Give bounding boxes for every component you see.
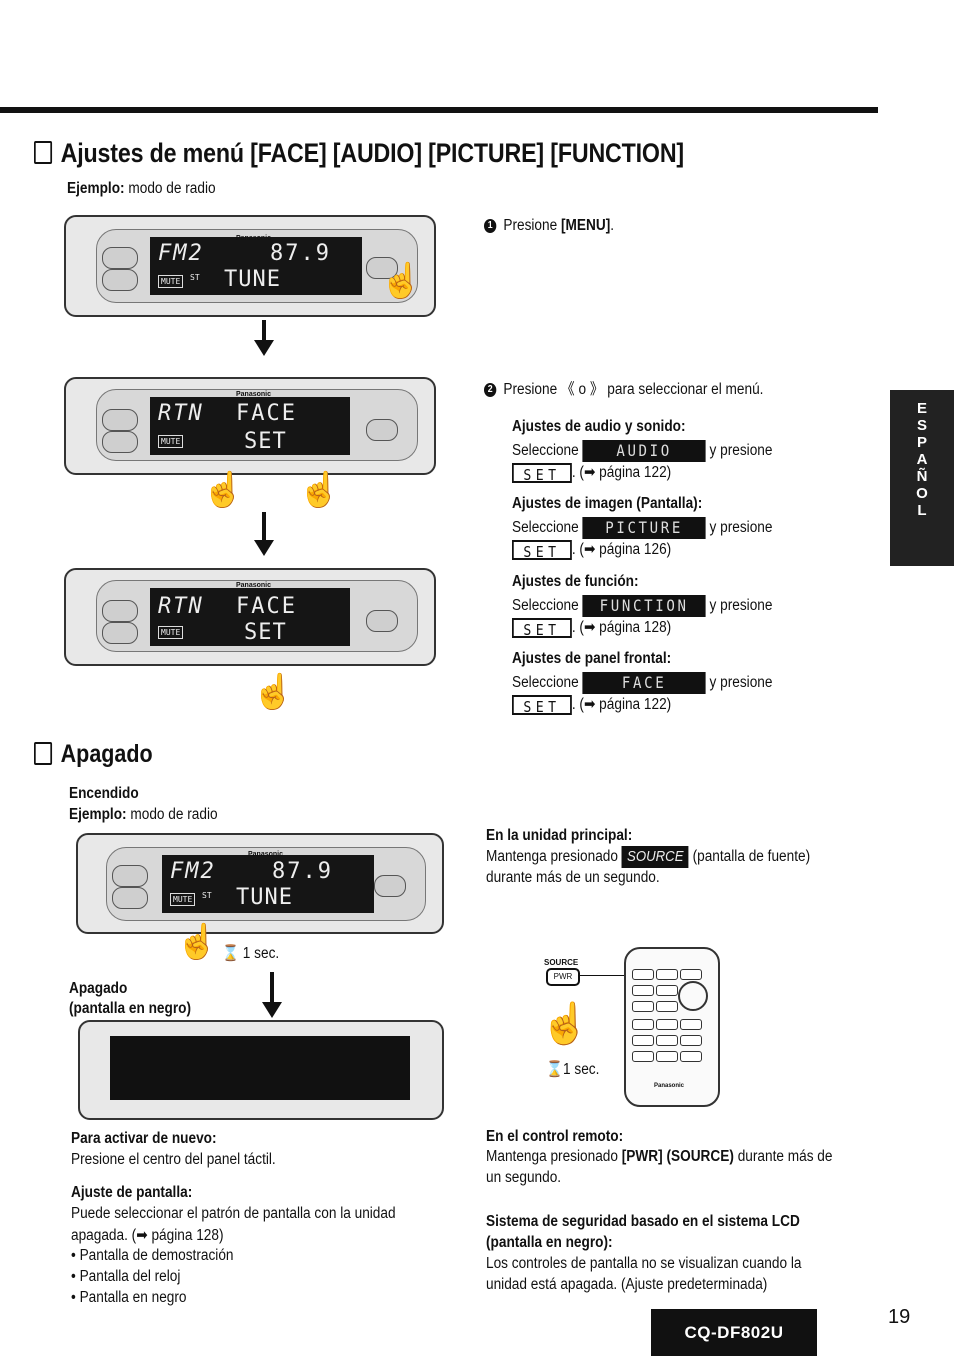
example-line: Ejemplo: modo de radio <box>67 180 216 197</box>
group-heading: Ajustes de función: <box>512 573 639 590</box>
group-set-line: SET. (➡ página 122) <box>512 695 671 716</box>
screen-text: Puede seleccionar el patrón de pantalla … <box>71 1205 396 1222</box>
security-heading-2: (pantalla en negro): <box>486 1234 613 1251</box>
menu-button <box>366 257 398 279</box>
arrow-head <box>254 340 274 356</box>
top-rule <box>0 107 878 113</box>
double-chevron-left-icon: 《 <box>561 381 575 398</box>
hand-pointer-icon: ☝ <box>202 471 245 509</box>
arrow-down-icon <box>262 320 266 342</box>
hourglass-icon: ⌛ <box>222 945 239 962</box>
arrow-down-icon <box>262 512 266 542</box>
head-unit-display-2: RTN FACE MUTE SET Panasonic <box>64 377 436 475</box>
main-unit-heading: En la unidad principal: <box>486 827 633 844</box>
page-number: 19 <box>888 1306 911 1328</box>
screen-heading: Ajuste de pantalla: <box>71 1184 193 1201</box>
remote-text: Mantenga presionado [PWR] (SOURCE) duran… <box>486 1148 833 1165</box>
head-unit-display-3: RTN FACE MUTE SET Panasonic <box>64 568 436 666</box>
model-badge: CQ-DF802U <box>651 1309 817 1356</box>
remote-text-2: un segundo. <box>486 1169 562 1186</box>
group-set-line: SET. (➡ página 126) <box>512 540 671 561</box>
example-line: Ejemplo: modo de radio <box>69 806 218 823</box>
hand-pointer-icon: ☝ <box>380 262 423 300</box>
group-heading: Ajustes de panel frontal: <box>512 650 672 667</box>
reactivate-heading: Para activar de nuevo: <box>71 1130 217 1147</box>
group-select-line: Seleccione AUDIO y presione <box>512 440 773 462</box>
group-heading: Ajustes de audio y sonido: <box>512 418 686 435</box>
group-set-line: SET. (➡ página 128) <box>512 618 671 639</box>
arrow-down-icon <box>270 972 274 1004</box>
lcd-screen: RTN FACE MUTE SET <box>150 397 350 455</box>
main-unit-text-2: durante más de un segundo. <box>486 869 660 886</box>
pwr-button: PWR <box>546 968 580 986</box>
hand-pointer-icon: ☝ <box>298 471 341 509</box>
head-unit-display-off <box>78 1020 444 1120</box>
hand-pointer-icon: ☝ <box>252 673 295 711</box>
vol-down-button <box>102 269 138 291</box>
lcd-screen: RTN FACE MUTE SET <box>150 588 350 646</box>
encendido-label: Encendido <box>69 785 139 802</box>
remote-heading: En el control remoto: <box>486 1128 624 1145</box>
bullet-item: • Pantalla de demostración <box>71 1247 234 1264</box>
security-text-2: unidad está apagada. (Ajuste predetermin… <box>486 1276 768 1293</box>
main-unit-text: Mantenga presionado SOURCE (pantalla de … <box>486 846 810 868</box>
dial <box>678 981 708 1011</box>
hand-pointer-icon: ☝ <box>540 1002 590 1046</box>
group-heading: Ajustes de imagen (Pantalla): <box>512 495 703 512</box>
double-chevron-right-icon: 》 <box>589 381 604 398</box>
checkbox-icon <box>34 741 53 765</box>
arrow-head <box>254 540 274 556</box>
off-label: Apagado <box>69 980 128 997</box>
lcd-screen: FM2 87.9 MUTE ST TUNE <box>150 237 362 295</box>
lcd-screen: FM2 87.9 MUTE ST TUNE <box>162 855 374 913</box>
one-sec-label: ⌛ 1 sec. <box>222 945 280 962</box>
arrow-head <box>262 1002 282 1018</box>
vol-up-button <box>102 247 138 269</box>
remote-one-sec: ⌛1 sec. <box>546 1061 600 1078</box>
head-unit-display-1: FM2 87.9 MUTE ST TUNE Panasonic ☝ <box>64 215 436 317</box>
security-text: Los controles de pantalla no se visualiz… <box>486 1255 802 1272</box>
group-select-line: Seleccione PICTURE y presione <box>512 517 773 539</box>
reactivate-text: Presione el centro del panel táctil. <box>71 1151 276 1168</box>
bullet-item: • Pantalla en negro <box>71 1289 187 1306</box>
leader-line <box>578 975 624 976</box>
remote-source-label: SOURCE <box>544 958 579 967</box>
head-unit-display-4: FM2 87.9 MUTE ST TUNE Panasonic <box>76 833 444 934</box>
remote-control: Panasonic <box>624 947 720 1107</box>
hand-pointer-icon: ☝ <box>176 923 219 961</box>
group-select-line: Seleccione FUNCTION y presione <box>512 595 773 617</box>
group-select-line: Seleccione FACE y presione <box>512 672 773 694</box>
group-set-line: SET. (➡ página 122) <box>512 463 671 484</box>
security-heading: Sistema de seguridad basado en el sistem… <box>486 1213 800 1230</box>
section-title: Ajustes de menú [FACE] [AUDIO] [PICTURE]… <box>34 138 684 169</box>
off-label-sub: (pantalla en negro) <box>69 1000 192 1017</box>
checkbox-icon <box>34 141 53 165</box>
blank-screen <box>110 1036 410 1100</box>
screen-text: apagada. (➡ página 128) <box>71 1227 224 1244</box>
hourglass-icon: ⌛ <box>546 1061 563 1078</box>
apagado-title: Apagado <box>34 740 153 769</box>
bullet-item: • Pantalla del reloj <box>71 1268 181 1285</box>
